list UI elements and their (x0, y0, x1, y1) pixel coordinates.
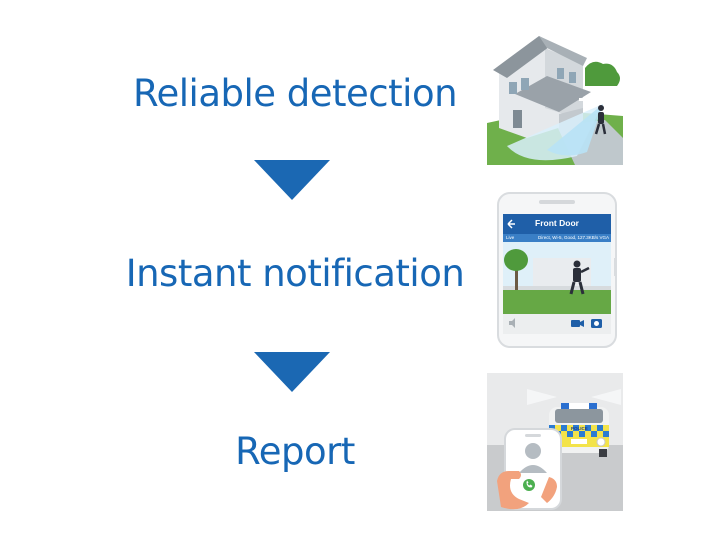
step-label-reliable-detection: Reliable detection (132, 72, 458, 115)
phone-screen-title: Front Door (535, 218, 579, 228)
phone-live-label: Live (506, 235, 515, 240)
step-label-instant-notification: Instant notification (125, 252, 465, 295)
down-arrow-icon (254, 160, 330, 200)
house-motion-sensor-icon (487, 28, 623, 165)
smartphone-live-view-icon: Front Door Live Direct, Wi-5, Good, 127.… (497, 192, 617, 348)
police-call-icon: POLICE (487, 373, 623, 511)
step-label-report: Report (235, 430, 355, 473)
police-roof-label: POLICE (571, 426, 588, 431)
down-arrow-icon (254, 352, 330, 392)
phone-status-text: Direct, Wi-5, Good, 127.3KB/s VGA (537, 235, 609, 240)
